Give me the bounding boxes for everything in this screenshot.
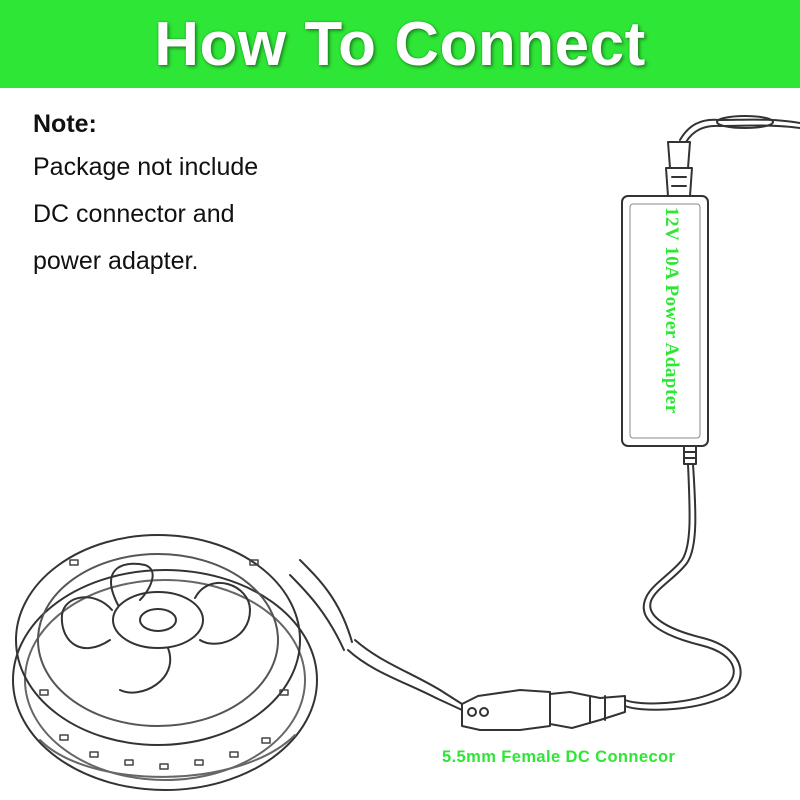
strip-lead-wires	[289, 559, 441, 699]
dc-output-cable	[624, 445, 742, 711]
strip-leds	[39, 559, 289, 770]
note-line-3: power adapter.	[33, 247, 199, 275]
banner-title: How To Connect	[154, 9, 646, 79]
adapter-label: 12V 10A Power Adapter	[661, 207, 682, 414]
note-line-1: Package not include	[33, 153, 259, 181]
note-block: Note: Package not include DC connector a…	[33, 104, 333, 285]
dc-female-connector	[435, 689, 551, 731]
power-adapter-body	[621, 195, 709, 447]
dc-male-plug	[549, 691, 626, 729]
led-strip-reel	[12, 534, 318, 791]
ac-plug	[665, 141, 693, 197]
title-banner: How To Connect	[0, 0, 800, 88]
mains-cable	[679, 115, 800, 143]
note-line-2: DC connector and	[33, 200, 235, 228]
note-heading: Note:	[33, 110, 97, 138]
connector-label: 5.5mm Female DC Connecor	[442, 748, 676, 766]
